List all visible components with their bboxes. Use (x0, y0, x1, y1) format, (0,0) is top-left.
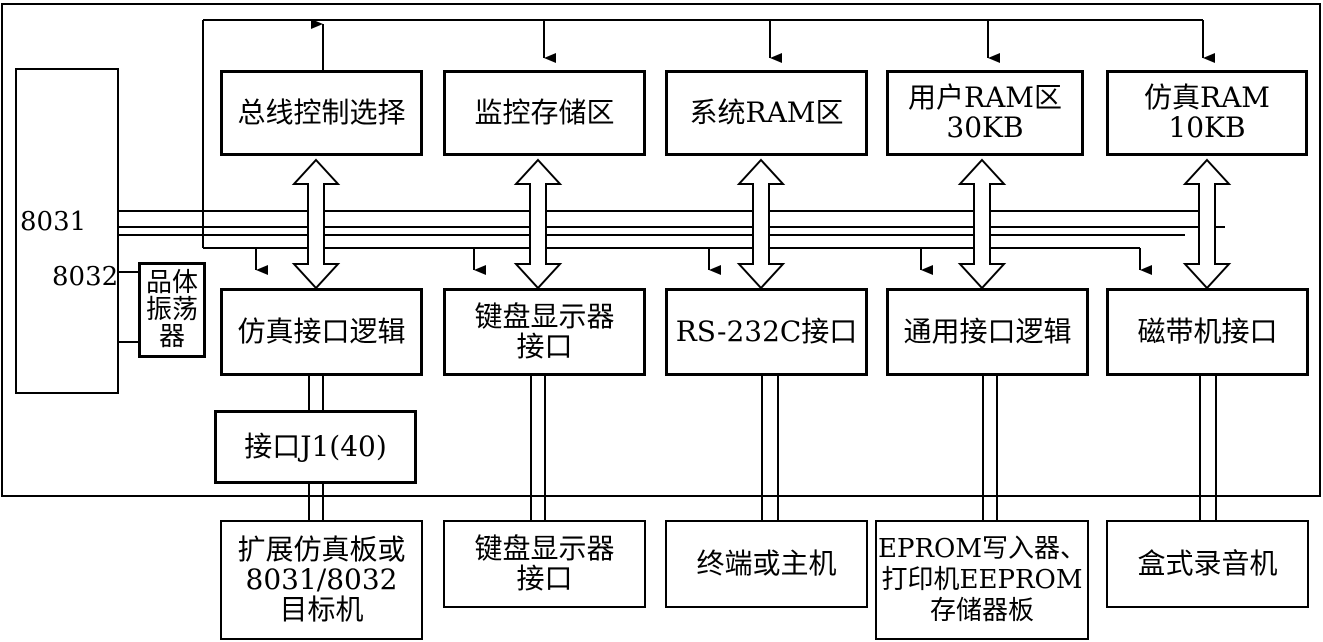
keyboard-display-interface: 键盘显示器 接口 (443, 288, 646, 376)
bus-arrow-5 (1182, 158, 1232, 290)
bus-arrow-3 (736, 158, 786, 290)
cassette-recorder: 盒式录音机 (1106, 520, 1309, 608)
simulation-ram: 仿真RAM 10KB (1106, 70, 1308, 156)
user-ram: 用户RAM区 30KB (886, 70, 1084, 156)
cpu-8031-8032 (15, 68, 119, 394)
bus-arrow-2 (513, 158, 563, 290)
general-interface-logic: 通用接口逻辑 (886, 288, 1089, 376)
bus-arrows (291, 158, 1232, 290)
system-ram: 系统RAM区 (665, 70, 868, 156)
expansion-board-target: 扩展仿真板或 8031/8032 目标机 (220, 520, 423, 640)
terminal-or-host: 终端或主机 (665, 520, 868, 608)
bus-arrow-1 (291, 158, 341, 290)
crystal-oscillator: 品体 振荡 器 (138, 262, 206, 358)
tape-interface: 磁带机接口 (1106, 288, 1309, 376)
cpu-label-8031: 8031 (20, 207, 87, 237)
device-links (308, 374, 1217, 522)
connector-j1: 接口J1(40) (214, 410, 417, 484)
simulation-interface-logic: 仿真接口逻辑 (220, 288, 423, 376)
monitor-storage: 监控存储区 (443, 70, 646, 156)
keyboard-display-device: 键盘显示器 接口 (443, 520, 646, 608)
bus-control-select: 总线控制选择 (220, 70, 423, 156)
rs232c-interface: RS-232C接口 (665, 288, 868, 376)
cpu-label-8032: 8032 (52, 262, 119, 292)
bus-arrow-4 (957, 158, 1007, 290)
board-boundary (1, 3, 1321, 497)
eprom-programmer-printer: EPROM写入器、 打印机EEPROM 存储器板 (875, 520, 1089, 640)
